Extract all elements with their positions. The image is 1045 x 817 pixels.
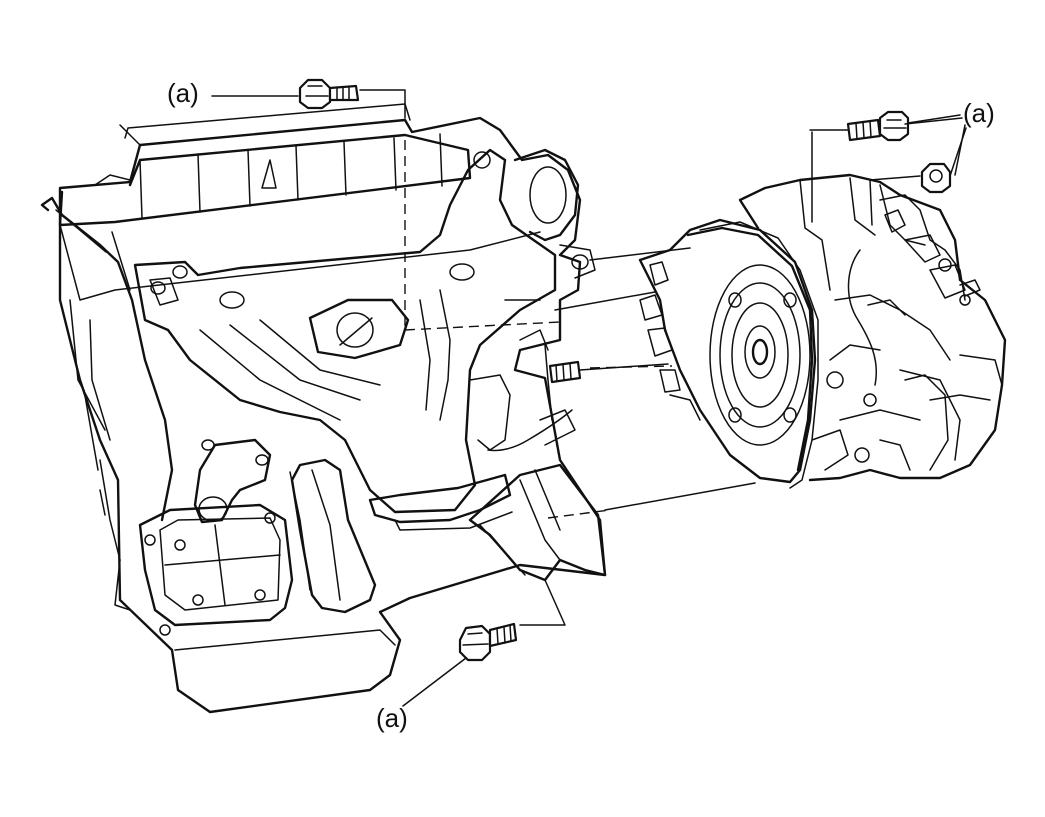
leader-lines	[211, 95, 967, 707]
alignment-lines	[359, 89, 966, 626]
bolt-bottom	[458, 622, 518, 662]
bolt-top-right	[846, 110, 910, 142]
stud-engine	[548, 360, 582, 384]
callout-label-top-right: (a)	[963, 98, 995, 128]
engine-block	[40, 103, 607, 714]
bolt-top-left	[298, 78, 360, 110]
transmission	[638, 173, 1007, 489]
callout-label-bottom: (a)	[376, 703, 408, 733]
nut-right	[920, 162, 952, 194]
callout-label-top-left: (a)	[167, 78, 199, 108]
